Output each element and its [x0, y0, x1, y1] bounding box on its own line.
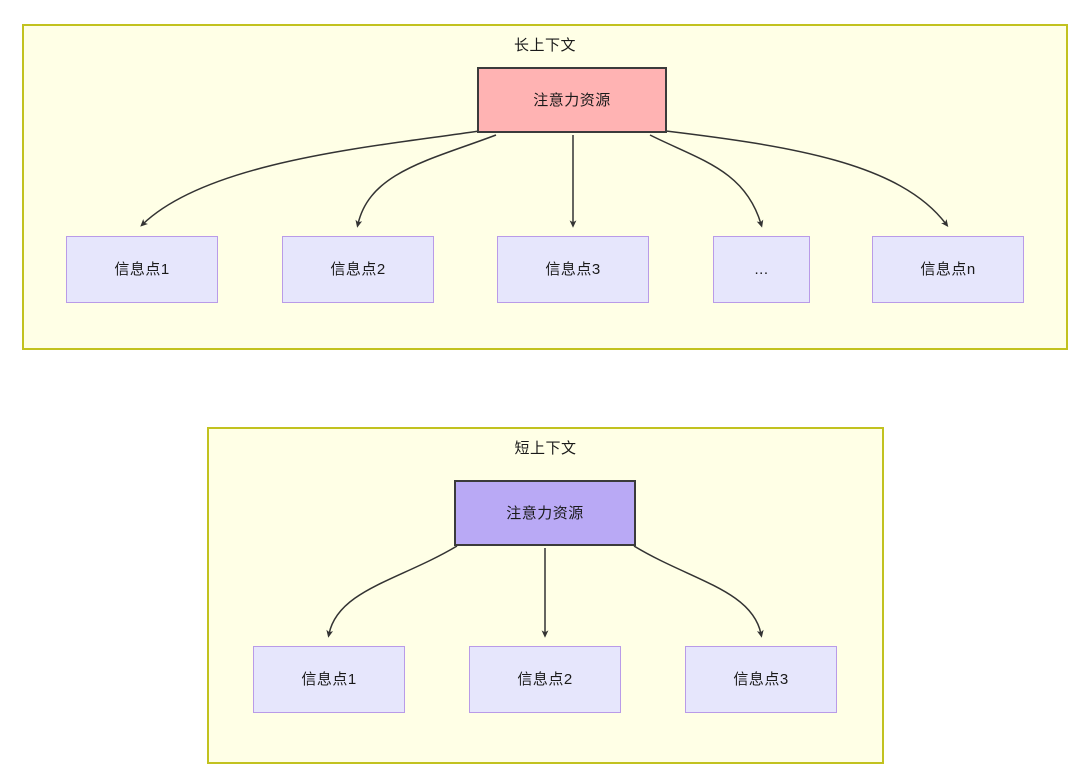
node-info-point-3-long[interactable]: 信息点3 [497, 236, 649, 303]
node-label: 注意力资源 [533, 91, 611, 109]
node-label: 注意力资源 [506, 504, 584, 522]
node-info-point-2-short[interactable]: 信息点2 [469, 646, 621, 713]
node-info-point-1-short[interactable]: 信息点1 [253, 646, 405, 713]
node-label: 信息点1 [301, 671, 357, 688]
node-info-point-2-long[interactable]: 信息点2 [282, 236, 434, 303]
group-short-context: 短上下文 [207, 427, 884, 764]
node-attention-resource-short[interactable]: 注意力资源 [454, 480, 636, 546]
node-label: 信息点3 [545, 261, 601, 278]
node-label: ... [754, 261, 769, 278]
group-long-context-title: 长上下文 [513, 37, 576, 54]
group-short-context-title: 短上下文 [514, 440, 577, 457]
node-label: 信息点n [920, 261, 976, 278]
node-info-point-1-long[interactable]: 信息点1 [66, 236, 218, 303]
node-label: 信息点3 [733, 671, 789, 688]
node-info-point-3-short[interactable]: 信息点3 [685, 646, 837, 713]
node-info-point-ellipsis-long[interactable]: ... [713, 236, 810, 303]
node-info-point-n-long[interactable]: 信息点n [872, 236, 1024, 303]
node-label: 信息点1 [114, 261, 170, 278]
node-attention-resource-long[interactable]: 注意力资源 [477, 67, 667, 133]
node-label: 信息点2 [330, 261, 386, 278]
node-label: 信息点2 [517, 671, 573, 688]
